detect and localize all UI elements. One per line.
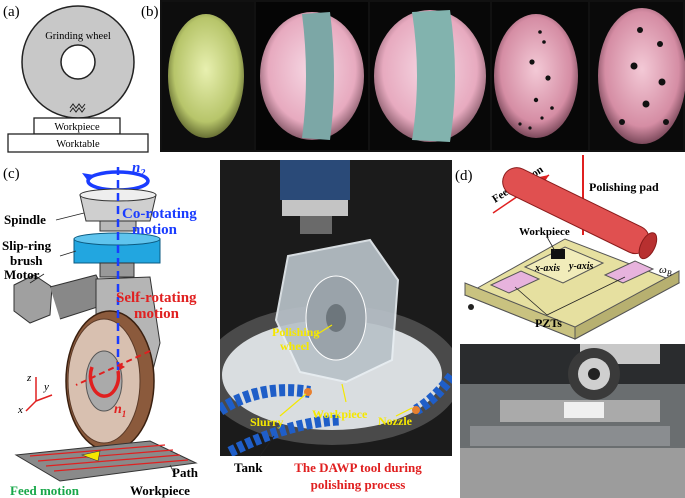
workpiece-label: Workpiece	[130, 483, 190, 498]
axis-y-label: y	[43, 381, 49, 393]
caption-line-2: polishing process	[311, 477, 406, 492]
pzt-pad-right	[603, 260, 655, 284]
co-rotating-label-2: motion	[132, 222, 178, 238]
pzt-pad-left	[489, 270, 541, 294]
axis-x-label: x	[17, 404, 23, 416]
pink-wheel-holes-image	[494, 14, 578, 138]
caption-line-1: The DAWP tool during	[294, 460, 422, 475]
tank-label: Tank	[234, 460, 263, 475]
grinding-wheel-label: Grinding wheel	[45, 31, 111, 42]
worktable-label: Worktable	[56, 139, 100, 150]
panel-d-photo	[460, 344, 685, 498]
n2-label: n2	[132, 160, 145, 179]
motor-part	[13, 274, 53, 324]
y-axis-label: y-axis	[568, 261, 594, 272]
worktable-block	[7, 133, 149, 153]
panel-b-label: (b)	[141, 4, 159, 20]
self-rotating-label-1: Self-rotating	[116, 290, 197, 306]
x-axis-label: x-axis	[534, 263, 560, 274]
contact-sparks-icon	[69, 103, 86, 113]
nozzle-label: Nozzle	[378, 414, 413, 428]
panel-c-label: (c)	[3, 166, 20, 182]
polishing-wheel-label-1: Polishing	[272, 325, 319, 339]
panel-c-schematic: n2 n1 z y x Spindle Slip-ri	[2, 160, 199, 498]
hole-pattern-dots	[518, 30, 554, 130]
self-rotating-label-2: motion	[134, 306, 180, 322]
workpiece-label: Workpiece	[519, 226, 570, 238]
slurry-label: Slurry	[250, 415, 283, 429]
panel-c-photo: Polishing wheel Slurry Workpiece Nozzle …	[220, 160, 452, 498]
workpiece-photo-label: Workpiece	[312, 407, 368, 421]
omega-label: ωB	[659, 264, 672, 278]
coordinate-axes	[25, 377, 53, 412]
slip-ring-label-2: brush	[10, 253, 43, 268]
pzts-label: PZTs	[535, 316, 562, 330]
polishing-wheel-label-2: wheel	[280, 339, 310, 353]
polishing-pad-roller	[502, 167, 658, 260]
wheel-center-hole	[60, 44, 96, 80]
panel-a-label: (a)	[3, 4, 20, 20]
feed-motion-arrow	[80, 450, 101, 462]
green-wheel-image	[168, 14, 244, 138]
panel-a-diagram: Grinding wheel Workpiece Worktable	[7, 5, 149, 153]
panel-d-schematic: Feed motion Polishing pad Workpiece x-ax…	[463, 155, 681, 340]
slurry-hose	[220, 384, 311, 416]
feed-motion-label: Feed motion	[10, 483, 80, 498]
panel-d-label: (d)	[455, 168, 473, 184]
n1-label: n1	[114, 402, 126, 419]
self-rotation-axis	[75, 350, 151, 386]
motor-label: Motor	[4, 267, 40, 282]
panel-b-wheel-photos	[162, 2, 685, 150]
n1-rotation-arrow	[88, 366, 121, 398]
spindle-label: Spindle	[4, 212, 46, 227]
co-rotating-label-1: Co-rotating	[122, 206, 197, 222]
workpiece-block	[551, 249, 565, 259]
workpiece-label: Workpiece	[54, 122, 100, 133]
slip-ring-label-1: Slip-ring	[2, 238, 52, 253]
polishing-pad-label: Polishing pad	[589, 180, 659, 194]
path-label: Path	[172, 465, 199, 480]
pink-wheel-large-holes-image	[598, 8, 685, 144]
axis-z-label: z	[26, 372, 32, 384]
